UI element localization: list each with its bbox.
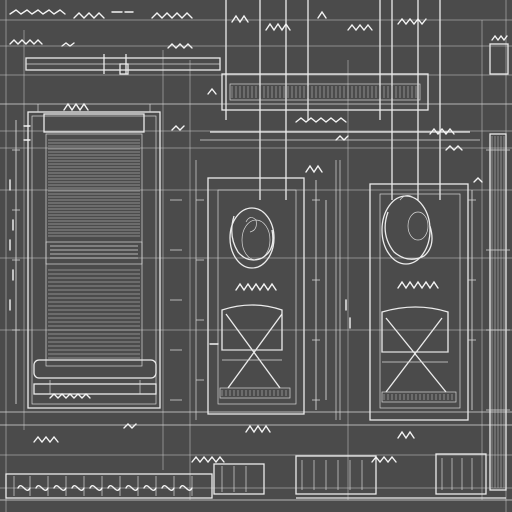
top-left-annotation-block xyxy=(9,9,221,75)
right-housing-section xyxy=(335,127,483,440)
right-edge-rail xyxy=(486,34,510,491)
left-panel-elevation xyxy=(9,102,161,429)
bottom-detail-strip xyxy=(0,435,512,501)
dimension-ticks xyxy=(170,160,351,420)
top-bracket-assembly xyxy=(200,0,480,200)
center-housing-section xyxy=(171,125,327,434)
